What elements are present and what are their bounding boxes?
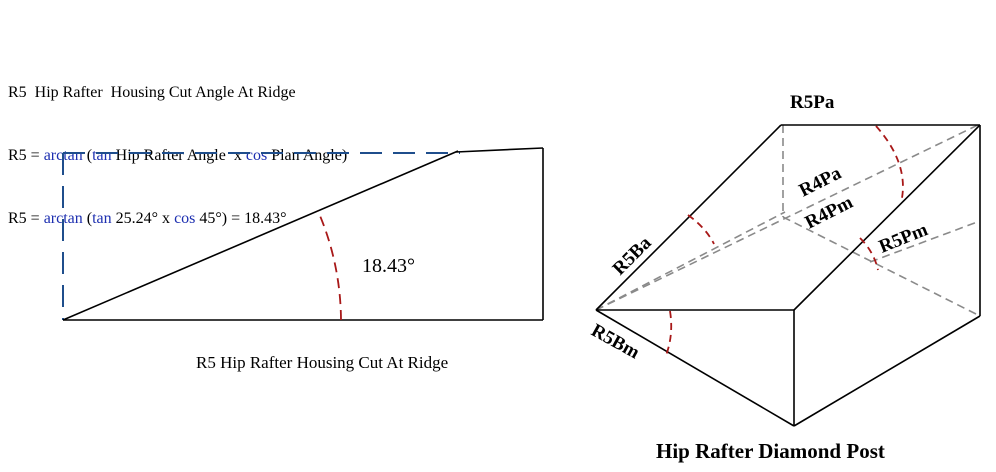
top-short-line: [455, 147, 544, 153]
formula-computed-cos: cos: [174, 210, 196, 227]
angle-arc: [317, 210, 342, 321]
hypotenuse-line: [62, 150, 459, 321]
formula-general-prefix: R5 =: [8, 147, 44, 164]
hidden-line-diag-4: [869, 220, 981, 263]
edge-top-left: [595, 124, 782, 311]
formula-computed-paren: (: [82, 210, 93, 227]
label-r5pa: R5Pa: [790, 92, 835, 113]
housing-cut-diagram: 18.43° R5 Hip Rafter Housing Cut At Ridg…: [62, 147, 544, 372]
arc-r5pm: [859, 237, 879, 271]
formula-general-middle: Hip Rafter Angle x: [111, 147, 246, 164]
formula-title: R5 Hip Rafter Housing Cut Angle At Ridge: [8, 84, 296, 101]
edge-top-right: [793, 124, 981, 311]
hidden-line-diag-2: [595, 211, 786, 311]
hidden-line-diag-3: [782, 216, 981, 317]
formula-general-suffix: Plan Angle): [267, 147, 348, 164]
hidden-line-diag-1: [595, 123, 981, 311]
arc-r5bm: [664, 310, 673, 359]
formula-block: R5 Hip Rafter Housing Cut Angle At Ridge…: [8, 40, 347, 250]
formula-computed-suffix: 45°) = 18.43°: [195, 210, 287, 227]
arc-r5pa: [875, 125, 904, 199]
formula-general-tan: tan: [92, 147, 112, 164]
label-r5pm: R5Pm: [876, 219, 931, 258]
angle-label: 18.43°: [362, 255, 415, 277]
formula-general: R5 = arctan (tan Hip Rafter Angle x cos …: [8, 145, 347, 166]
formula-computed-arctan: arctan: [43, 210, 83, 227]
right-caption: Hip Rafter Diamond Post: [656, 439, 885, 463]
formula-general-cos: cos: [245, 147, 268, 164]
diamond-post-diagram: R5Pa R4Pa R4Pm R5Ba R5Pm R5Bm Hip Rafter…: [588, 92, 981, 463]
label-r5ba: R5Ba: [609, 232, 656, 279]
edge-bottom-right: [793, 315, 981, 427]
formula-computed: R5 = arctan (tan 25.24° x cos 45°) = 18.…: [8, 208, 347, 229]
formula-computed-middle: 25.24° x: [111, 210, 175, 227]
edge-bottom-left: [595, 309, 795, 427]
label-r5bm: R5Bm: [588, 320, 644, 364]
left-caption: R5 Hip Rafter Housing Cut At Ridge: [196, 353, 448, 372]
arc-r5ba: [687, 214, 715, 245]
formula-general-paren: (: [82, 147, 93, 164]
formula-computed-tan: tan: [92, 210, 112, 227]
formula-computed-prefix: R5 =: [8, 210, 44, 227]
